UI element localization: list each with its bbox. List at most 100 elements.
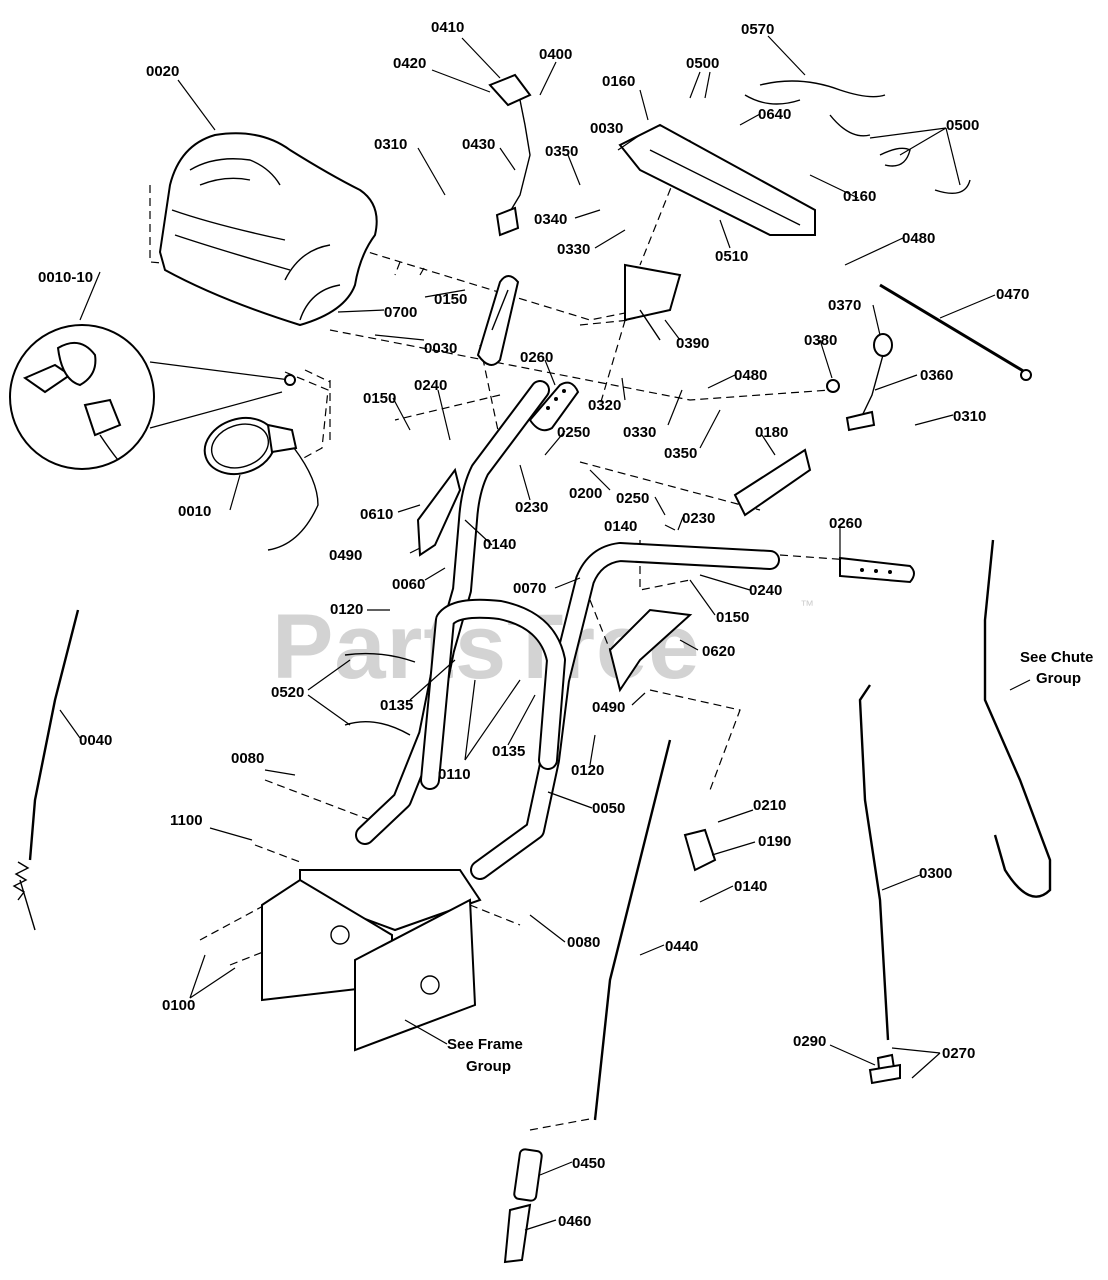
label-0260-right[interactable]: 0260: [829, 515, 862, 532]
label-0230-left[interactable]: 0230: [515, 499, 548, 516]
shift-lever-drawing: [826, 333, 893, 432]
label-0010-10[interactable]: 0010-10: [38, 269, 93, 286]
label-0020[interactable]: 0020: [146, 63, 179, 80]
label-0240-left[interactable]: 0240: [414, 377, 447, 394]
bracket-drawing: [624, 263, 682, 341]
label-0310-right[interactable]: 0310: [953, 408, 986, 425]
lower-rod-parts-drawing: [503, 1148, 543, 1264]
part-labels: 0020 0410 0420 0400 0570 0160 0500 0640 …: [38, 19, 1093, 1230]
label-0400[interactable]: 0400: [539, 46, 572, 63]
label-0440[interactable]: 0440: [665, 938, 698, 955]
headlight-inset-drawing: [9, 324, 329, 470]
label-0200[interactable]: 0200: [569, 485, 602, 502]
label-0430[interactable]: 0430: [462, 136, 495, 153]
label-0140-third[interactable]: 0140: [734, 878, 767, 895]
label-0350-mid[interactable]: 0350: [664, 445, 697, 462]
label-0140-left[interactable]: 0140: [483, 536, 516, 553]
label-0460[interactable]: 0460: [558, 1213, 591, 1230]
label-0160-top[interactable]: 0160: [602, 73, 635, 90]
label-0190[interactable]: 0190: [758, 833, 791, 850]
label-0490-right[interactable]: 0490: [592, 699, 625, 716]
label-0450[interactable]: 0450: [572, 1155, 605, 1172]
headlight-drawing: [203, 374, 319, 551]
label-0520[interactable]: 0520: [271, 684, 304, 701]
label-0370[interactable]: 0370: [828, 297, 861, 314]
label-0640[interactable]: 0640: [758, 106, 791, 123]
spring-drawing: [12, 861, 30, 901]
label-0340[interactable]: 0340: [534, 211, 567, 228]
label-0390[interactable]: 0390: [676, 335, 709, 352]
label-0270[interactable]: 0270: [942, 1045, 975, 1062]
label-0110[interactable]: 0110: [438, 766, 471, 783]
grip-right-drawing: [839, 556, 915, 584]
label-0470[interactable]: 0470: [996, 286, 1029, 303]
label-0030-top[interactable]: 0030: [590, 120, 623, 137]
label-0350-top[interactable]: 0350: [545, 143, 578, 160]
label-0100[interactable]: 0100: [162, 997, 195, 1014]
label-0230-right[interactable]: 0230: [682, 510, 715, 527]
grip-left-drawing: [528, 381, 580, 432]
label-0480-top[interactable]: 0480: [902, 230, 935, 247]
shift-rod-drawing: [879, 283, 1032, 381]
label-0060[interactable]: 0060: [392, 576, 425, 593]
control-panel-drawing: [618, 123, 816, 236]
label-0080-right[interactable]: 0080: [567, 934, 600, 951]
label-0240-right[interactable]: 0240: [749, 582, 782, 599]
label-0260-left[interactable]: 0260: [520, 349, 553, 366]
label-0570[interactable]: 0570: [741, 21, 774, 38]
cables-drawing: [19, 80, 1052, 1121]
label-0080-left[interactable]: 0080: [231, 750, 264, 767]
label-0180[interactable]: 0180: [755, 424, 788, 441]
label-0030-bottom[interactable]: 0030: [424, 340, 457, 357]
label-0290[interactable]: 0290: [793, 1033, 826, 1050]
label-0300[interactable]: 0300: [919, 865, 952, 882]
label-0490-left[interactable]: 0490: [329, 547, 362, 564]
lever-handle-drawing: [488, 73, 532, 237]
note-frame-1[interactable]: See Frame: [447, 1036, 523, 1053]
label-0620[interactable]: 0620: [702, 643, 735, 660]
watermark-trademark: ™: [800, 597, 814, 613]
label-0500-right[interactable]: 0500: [946, 117, 979, 134]
label-0135-right[interactable]: 0135: [492, 743, 525, 760]
label-0170[interactable]: 0150: [434, 291, 467, 308]
label-0050[interactable]: 0050: [592, 800, 625, 817]
label-0010[interactable]: 0010: [178, 503, 211, 520]
label-0480-mid[interactable]: 0480: [734, 367, 767, 384]
cable-ties-drawing: [344, 114, 971, 736]
label-0120-left[interactable]: 0120: [330, 601, 363, 618]
label-0210[interactable]: 0210: [753, 797, 786, 814]
label-0250-top[interactable]: 0250: [557, 424, 590, 441]
note-chute-2[interactable]: Group: [1036, 670, 1081, 687]
lower-handle-drawing: [420, 598, 566, 790]
label-0700[interactable]: 0700: [384, 304, 417, 321]
label-0320[interactable]: 0320: [588, 397, 621, 414]
label-0610[interactable]: 0610: [360, 506, 393, 523]
label-0140-right[interactable]: 0140: [604, 518, 637, 535]
grip-sleeve-drawing: [476, 275, 520, 366]
label-0360[interactable]: 0360: [920, 367, 953, 384]
shroud-cover-drawing: [158, 132, 378, 327]
label-0410[interactable]: 0410: [431, 19, 464, 36]
cable-fitting-drawing: [868, 1053, 901, 1085]
label-0150-b[interactable]: 0150: [716, 609, 749, 626]
label-1100[interactable]: 1100: [170, 812, 203, 829]
label-0250-mid[interactable]: 0250: [616, 490, 649, 507]
label-0380[interactable]: 0380: [804, 332, 837, 349]
label-0070[interactable]: 0070: [513, 580, 546, 597]
label-0150[interactable]: 0150: [363, 390, 396, 407]
label-0510[interactable]: 0510: [715, 248, 748, 265]
note-chute-1[interactable]: See Chute: [1020, 649, 1093, 666]
label-0160-right[interactable]: 0160: [843, 188, 876, 205]
label-0120-right[interactable]: 0120: [571, 762, 604, 779]
frame-bracket-drawing: [261, 869, 482, 1052]
label-0500-top[interactable]: 0500: [686, 55, 719, 72]
label-0135-left[interactable]: 0135: [380, 697, 413, 714]
note-frame-2[interactable]: Group: [466, 1058, 511, 1075]
label-0420[interactable]: 0420: [393, 55, 426, 72]
label-0330-top[interactable]: 0330: [557, 241, 590, 258]
label-0040[interactable]: 0040: [79, 732, 112, 749]
label-0330-mid[interactable]: 0330: [623, 424, 656, 441]
label-0310-left[interactable]: 0310: [374, 136, 407, 153]
leader-lines: [59, 35, 1031, 1231]
